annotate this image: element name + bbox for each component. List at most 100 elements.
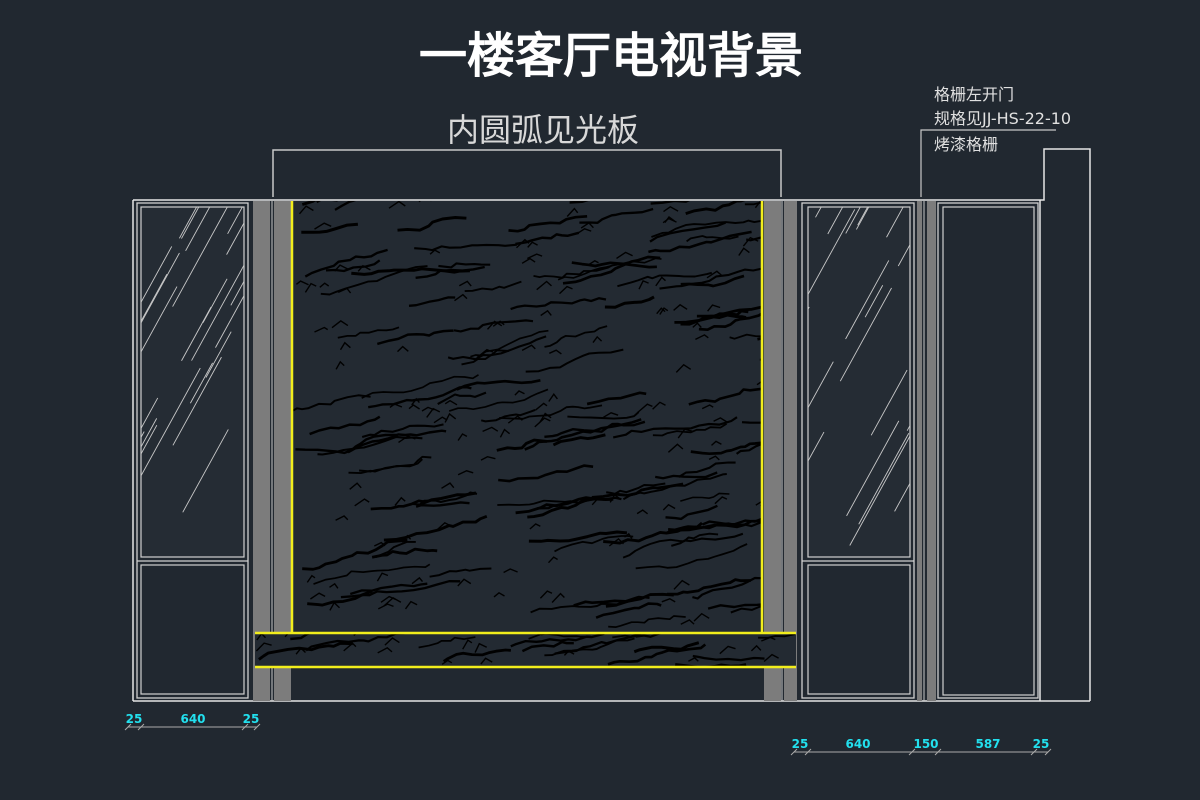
hatch-stroke bbox=[864, 285, 884, 318]
marble-vein bbox=[693, 612, 710, 622]
marble-vein bbox=[368, 386, 472, 409]
marble-vein bbox=[397, 345, 409, 353]
marble-vein bbox=[349, 582, 428, 596]
hatch-stroke bbox=[808, 209, 856, 296]
dim-right-3: 150 bbox=[913, 737, 938, 751]
left-gray-upright-a bbox=[253, 201, 270, 701]
marble-vein bbox=[503, 568, 518, 574]
marble-vein bbox=[448, 388, 549, 412]
hatch-stroke bbox=[857, 207, 869, 226]
dimension-tick bbox=[790, 748, 798, 756]
marble-vein bbox=[435, 521, 452, 532]
marble-vein bbox=[549, 349, 562, 355]
marble-vein bbox=[383, 514, 488, 542]
marble-vein bbox=[527, 241, 538, 248]
marble-vein bbox=[624, 532, 633, 539]
hatch-stroke bbox=[968, 325, 1026, 430]
marble-vein bbox=[373, 541, 386, 547]
marble-vein bbox=[361, 374, 479, 399]
hatch-stroke bbox=[845, 260, 890, 340]
marble-vein bbox=[377, 603, 394, 610]
marble-vein bbox=[665, 521, 761, 535]
marble-vein bbox=[335, 515, 349, 521]
marble-vein bbox=[302, 538, 408, 571]
hatch-stroke bbox=[947, 267, 965, 299]
marble-vein bbox=[707, 603, 761, 610]
marble-vein bbox=[347, 429, 447, 454]
marble-vein bbox=[335, 360, 345, 370]
marble-vein bbox=[433, 416, 448, 424]
marble-vein bbox=[529, 523, 541, 530]
marble-vein bbox=[547, 556, 558, 564]
marble-vein bbox=[457, 578, 472, 587]
marble-vein bbox=[480, 657, 493, 665]
marble-vein bbox=[622, 532, 719, 559]
marble-vein bbox=[418, 636, 476, 649]
marble-vein bbox=[256, 634, 267, 641]
left-cabinet-frame bbox=[136, 202, 249, 699]
marble-vein bbox=[496, 438, 548, 452]
marble-vein bbox=[508, 214, 588, 233]
marble-vein bbox=[258, 641, 353, 661]
dimension-tick bbox=[137, 723, 145, 731]
hatch-stroke bbox=[226, 221, 244, 255]
marble-vein bbox=[510, 297, 607, 311]
hatch-stroke bbox=[205, 331, 232, 378]
hatch-stroke bbox=[185, 207, 211, 252]
marble-vein bbox=[579, 207, 654, 224]
marble-vein bbox=[510, 634, 606, 648]
marble-vein bbox=[659, 307, 669, 315]
marble-vein bbox=[499, 404, 603, 420]
marble-vein bbox=[411, 576, 424, 585]
marble-vein bbox=[680, 619, 695, 625]
marble-vein bbox=[525, 348, 624, 373]
marble-vein bbox=[376, 329, 454, 346]
left-lower-door bbox=[140, 564, 245, 695]
hatch-stroke bbox=[846, 420, 900, 517]
marble-vein bbox=[305, 634, 405, 652]
marble-vein bbox=[680, 492, 730, 502]
marble-vein bbox=[527, 253, 543, 260]
marble-vein bbox=[314, 222, 332, 230]
marble-vein bbox=[756, 381, 761, 386]
marble-vein bbox=[457, 433, 468, 441]
marble-vein bbox=[458, 280, 472, 287]
marble-vein bbox=[695, 334, 709, 341]
marble-vein bbox=[371, 547, 438, 559]
dim-right-2: 640 bbox=[845, 737, 870, 751]
hatch-stroke bbox=[172, 207, 228, 307]
marble-vein bbox=[454, 293, 468, 302]
marble-vein bbox=[351, 267, 470, 276]
marble-vein bbox=[586, 391, 647, 406]
marble-vein bbox=[331, 320, 349, 329]
hatch-stroke bbox=[141, 424, 158, 455]
right-cabinet-frame bbox=[801, 202, 915, 699]
hatch-stroke bbox=[808, 361, 834, 409]
marble-vein bbox=[319, 282, 330, 288]
marble-vein bbox=[754, 201, 761, 209]
grille-strip-b bbox=[927, 201, 936, 701]
hatch-stroke bbox=[845, 207, 861, 234]
grille-strip-a bbox=[917, 201, 922, 701]
marble-vein bbox=[388, 201, 406, 209]
dimension-tick bbox=[241, 723, 249, 731]
marble-vein bbox=[559, 285, 573, 295]
marble-vein bbox=[539, 590, 553, 599]
marble-vein bbox=[608, 615, 686, 628]
dim-left-3: 25 bbox=[243, 712, 260, 726]
marble-vein bbox=[499, 428, 511, 438]
marble-vein bbox=[701, 517, 761, 526]
marble-vein bbox=[692, 576, 761, 600]
hatch-stroke bbox=[141, 252, 180, 324]
marble-vein bbox=[730, 605, 761, 614]
marble-vein bbox=[293, 394, 371, 412]
hatch-stroke bbox=[839, 287, 892, 382]
marble-vein bbox=[652, 422, 728, 437]
marble-vein bbox=[635, 634, 696, 638]
marble-vein bbox=[548, 393, 558, 402]
hatch-stroke bbox=[141, 246, 173, 304]
right-gray-upright-a bbox=[764, 201, 781, 701]
marble-vein bbox=[457, 470, 474, 476]
dim-right-1: 25 bbox=[792, 737, 809, 751]
marble-vein bbox=[343, 642, 357, 652]
